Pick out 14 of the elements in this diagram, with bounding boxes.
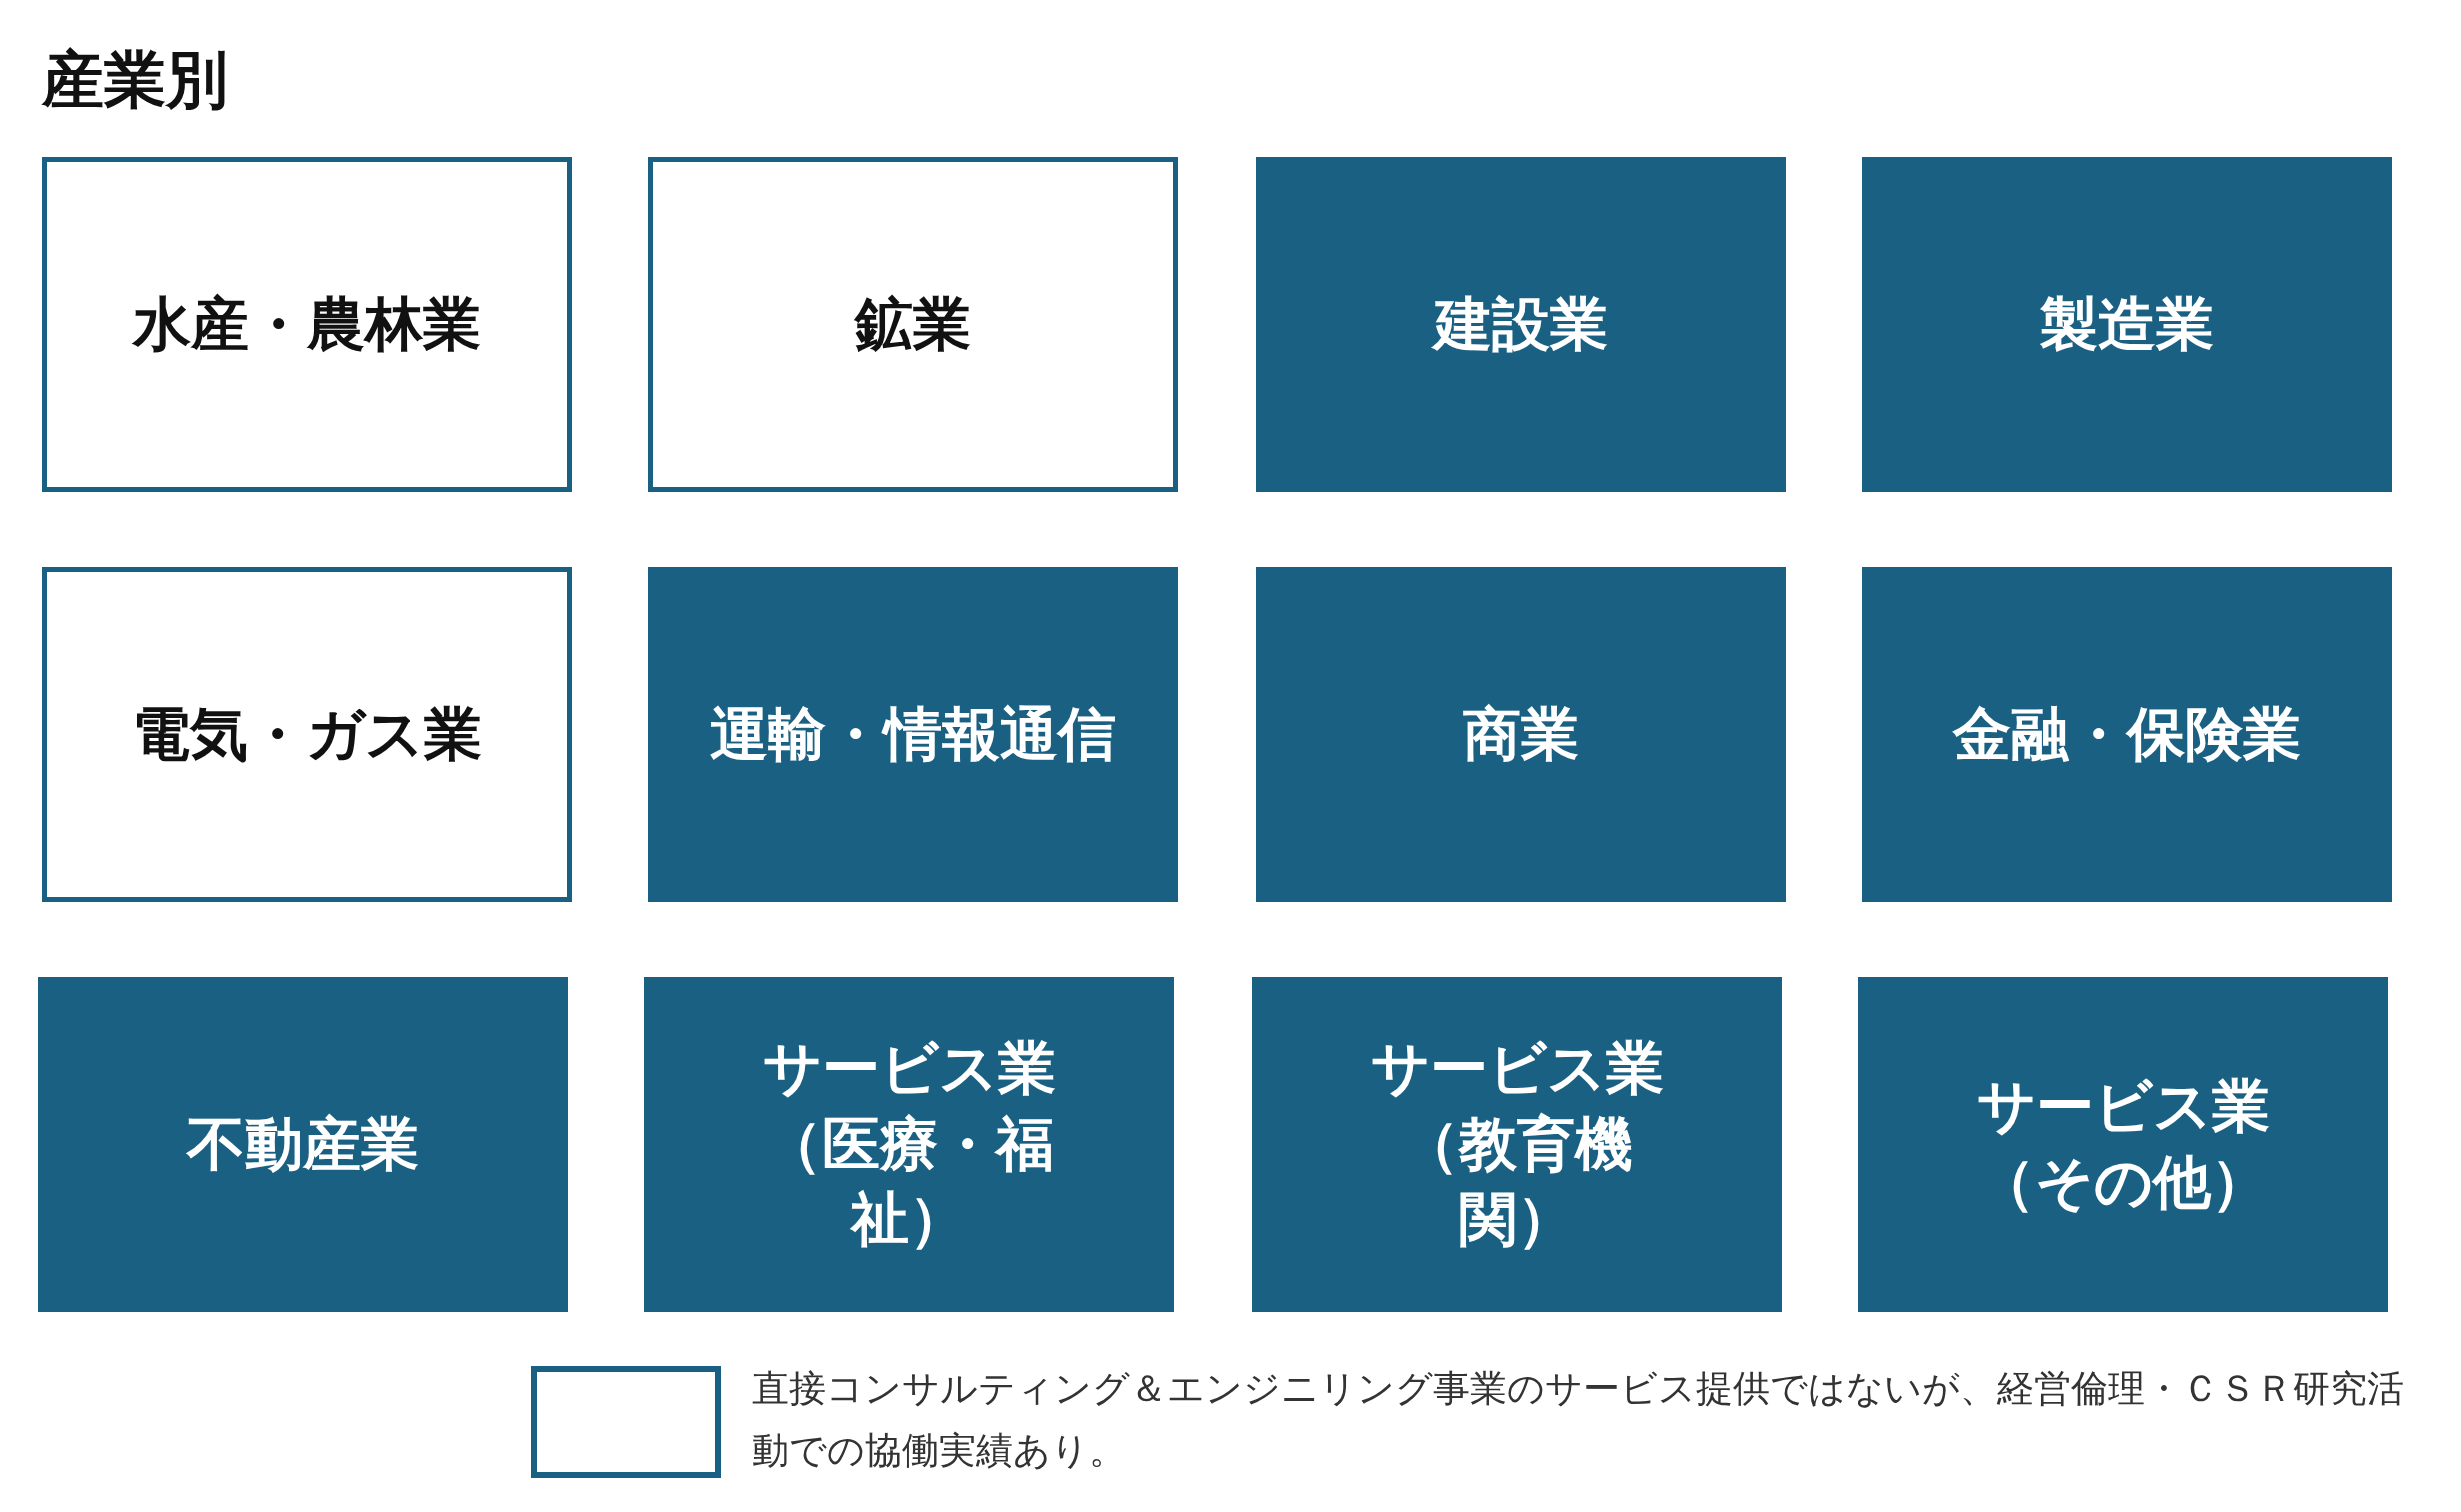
industry-box: 製造業 (1862, 157, 2392, 492)
industry-box: 建設業 (1256, 157, 1786, 492)
industry-box: 水産・農林業 (42, 157, 572, 492)
industry-box: 商業 (1256, 567, 1786, 902)
legend-text: 直接コンサルティング＆エンジニリング事業のサービス提供ではないが、経営倫理・ＣＳＲ研究活動での協働実績あり。 (752, 1366, 2405, 1474)
heading: 産業別 (42, 42, 228, 118)
industry-box: 不動産業 (38, 977, 568, 1312)
industry-box: サービス業（医療・福祉） (644, 977, 1174, 1312)
industry-box: 運輸・情報通信 (648, 567, 1178, 902)
industry-box: サービス業（教育機関） (1252, 977, 1782, 1312)
industry-box: 電気・ガス業 (42, 567, 572, 902)
industry-box: サービス業（その他） (1858, 977, 2388, 1312)
industry-box: 鉱業 (648, 157, 1178, 492)
industry-box: 金融・保険業 (1862, 567, 2392, 902)
